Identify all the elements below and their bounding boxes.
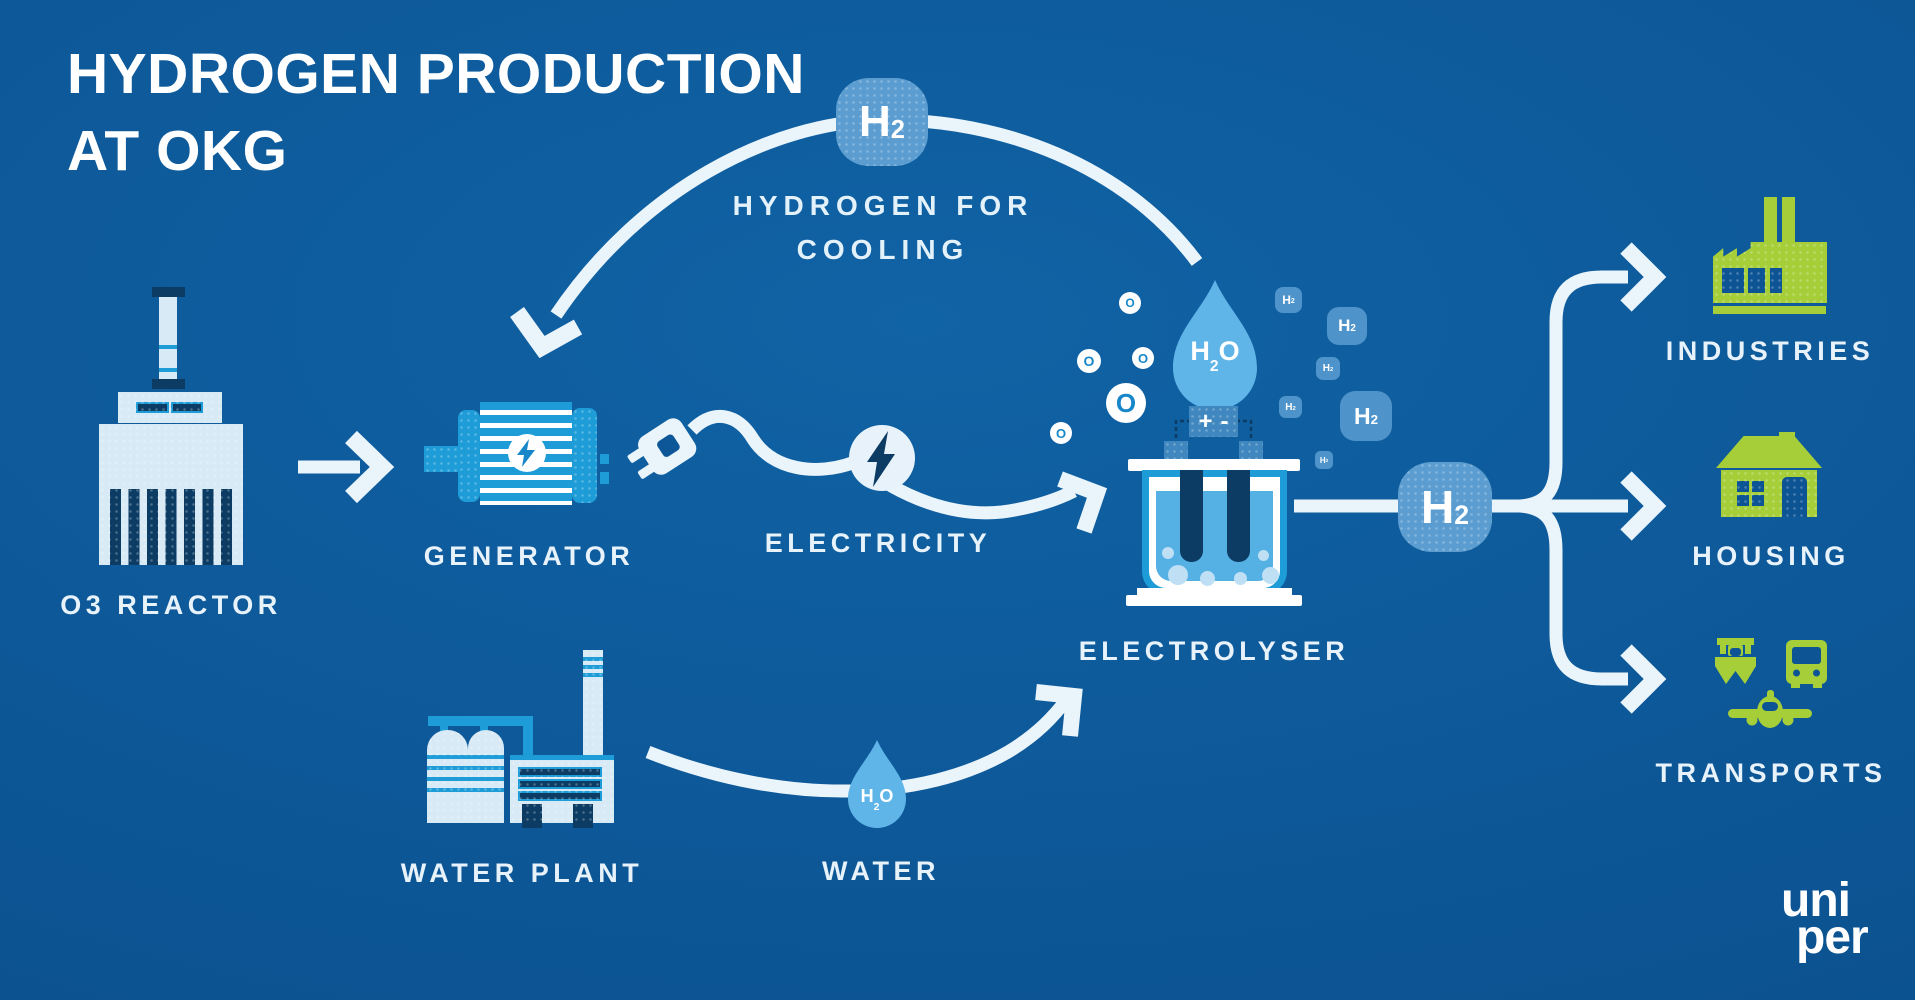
generator-bolt-circle [508,434,546,472]
storage-tank [427,730,468,823]
electrode [1180,470,1203,562]
electrolyser-vessel [1142,470,1287,595]
reactor-icon [92,287,244,565]
electrode-terminal [1239,441,1263,460]
window-pane [1752,481,1764,492]
electrode-terminal [1164,441,1188,460]
title-line-1: HYDROGEN PRODUCTION [67,42,805,106]
factory-base [1713,306,1826,314]
battery-wire-left [1174,419,1191,442]
plant-building [510,755,614,828]
branch-top-curve [1519,270,1628,513]
house-body [1721,470,1817,517]
plant-door [522,804,542,828]
water-label: WATER [822,856,940,886]
electricity-arrowhead [1057,471,1108,534]
factory-body [1713,242,1827,303]
window-pane [1752,495,1764,506]
page-title: HYDROGEN PRODUCTION AT OKG [67,36,805,190]
water-droplet-small [848,740,906,828]
logo-line-1: uni [1781,874,1851,927]
h2o-formula: H2O [860,786,894,813]
h2o-formula: H2O [1190,336,1240,376]
branch-bottom-curve [1519,499,1628,686]
lightning-bolt-icon [867,431,895,487]
transports-label: TRANSPORTS [1655,758,1887,788]
plus-sign: + [1198,407,1213,435]
oxygen-bubble: O [1119,292,1141,314]
factory-chimney [1764,197,1777,244]
h2-symbol: H [859,97,891,146]
logo-line-2: per [1796,911,1869,964]
water-curve [645,694,1074,798]
electricity-label: ELECTRICITY [764,528,992,558]
water-plant-icon [424,648,616,828]
plant-chimney [583,650,603,757]
cooling-label: HYDROGEN FOR COOLING [732,190,1034,265]
window-pane [1737,481,1749,492]
battery-icon: + - [1189,406,1238,437]
plug-icon [627,418,697,479]
generator-icon [424,402,610,505]
oxygen-bubble: O [1050,422,1072,444]
water-plant-label: WATER PLANT [400,858,644,888]
reactor-label: O3 REACTOR [60,590,282,620]
plant-pipe [428,716,533,726]
airplane-icon [1728,690,1812,728]
plant-pipe-elbow [523,716,533,760]
electrolyser-icon: + - [1126,406,1306,606]
bus-icon [1786,640,1827,688]
industries-icon [1713,197,1827,314]
water-droplet-large [1173,280,1257,410]
minus-sign: - [1220,407,1229,435]
battery-wire-right [1236,419,1253,442]
transports-icons [1714,638,1830,732]
generator-label: GENERATOR [423,541,635,571]
storage-tank [468,730,504,823]
arrowhead-transports [1620,644,1667,714]
ship-icon [1715,638,1756,684]
window-pane [1737,495,1749,506]
housing-label: HOUSING [1692,541,1850,571]
house-door [1782,477,1807,517]
factory-chimney [1782,197,1795,244]
electrolyser-label: ELECTROLYSER [1078,636,1350,666]
lightning-bolt-icon [517,439,535,467]
house-window [1737,481,1764,506]
oxygen-bubble: O [1132,347,1154,369]
arrowhead-industries [1620,242,1667,312]
reactor-arrowhead [345,430,395,504]
industries-label: INDUSTRIES [1665,336,1875,366]
housing-icon [1716,430,1822,518]
house-roof [1716,436,1822,468]
uniper-logo: uni per [1781,874,1869,964]
cooling-arrowhead [510,307,583,359]
water-arrowhead [1035,684,1083,737]
plant-door [573,804,593,828]
h2-symbol: H [1420,481,1455,533]
arrowhead-housing [1620,471,1667,541]
electrode [1227,470,1250,562]
oxygen-bubble: O [1077,349,1101,373]
oxygen-bubble: O [1106,383,1146,423]
title-line-2: AT OKG [67,119,288,183]
